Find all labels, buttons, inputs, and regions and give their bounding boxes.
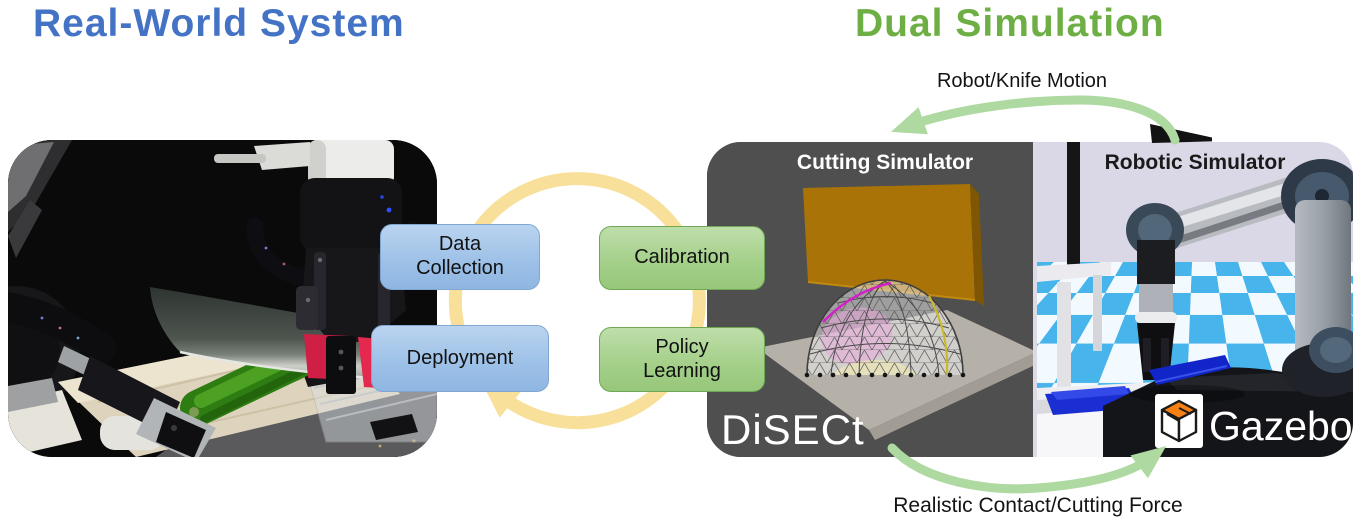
real-world-photo [8,140,437,457]
background-frame [8,140,72,258]
realistic-contact-label: Realistic Contact/Cutting Force [893,494,1183,517]
disect-label: DiSECt [721,406,865,453]
sim-robot-elbow-overflow [1150,124,1212,143]
panel-divider [1033,142,1037,457]
robotic-simulator-title: Robotic Simulator [1105,151,1286,174]
left-gripper-arm [58,346,216,457]
force-torque-sensor [300,178,402,252]
sim-robot-arm [1126,159,1353,397]
robotic-simulator-panel: Gazebo Robotic Simulator [1037,142,1353,457]
real-world-title: Real-World System [33,2,405,45]
calibration-box: Calibration [599,226,765,290]
cycle-arrow [448,172,706,430]
foam-blocks [8,378,164,457]
cutting-force-arrow [887,443,1167,494]
cutting-simulator-panel: Cutting Simulator DiSECt [707,142,1037,457]
sim-knife [1149,355,1231,385]
gazebo-logo-icon [1155,394,1203,448]
robot-knife-motion-label: Robot/Knife Motion [936,70,1108,92]
policy-learning-box: Policy Learning [599,327,765,392]
cutting-simulator-title: Cutting Simulator [797,151,973,174]
deployment-box: Deployment [371,325,549,392]
gazebo-label: Gazebo [1209,403,1353,449]
robot-knife-motion-arrow [890,95,1212,145]
mesh-rim-nodes [804,372,966,378]
sim-knife-blade [803,184,984,306]
dual-simulation-panel: Cutting Simulator DiSECt [707,142,1353,457]
data-collection-box: Data Collection [380,224,540,290]
dual-simulation-title: Dual Simulation [855,2,1165,45]
